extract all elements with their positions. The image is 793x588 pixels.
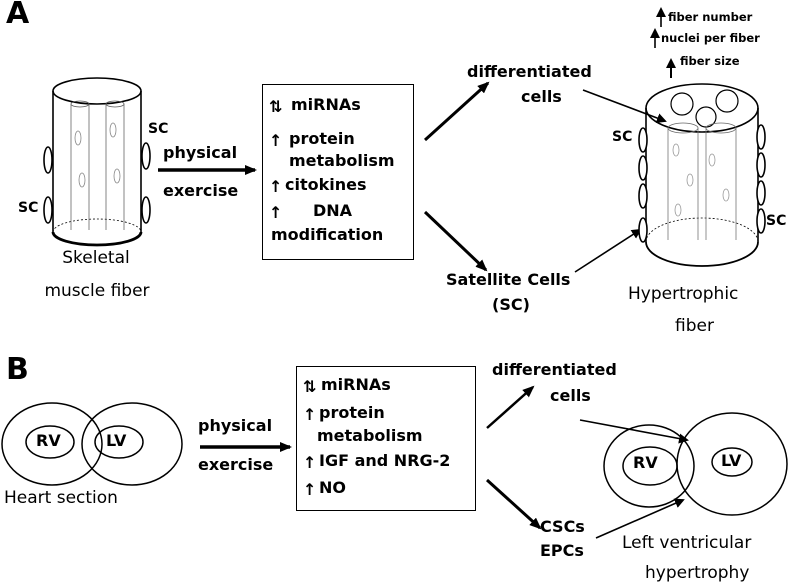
panel-b-label: B <box>6 352 29 387</box>
box-a-item-dna: ↑ DNA <box>269 201 353 222</box>
box-b-item-no: ↑ NO <box>303 478 346 499</box>
box-a-item-modification: modification <box>271 225 384 244</box>
box-a-item-citokines: ↑ citokines <box>269 175 367 196</box>
hypertrophic-fiber-label-line2: fiber <box>675 316 714 336</box>
box-b-item-igf-nrg2: ↑ IGF and NRG-2 <box>303 451 451 472</box>
physical-label-b: physical <box>198 416 273 435</box>
mechanisms-box-a: ⇅ miRNAs ↑ protein metabolism ↑ citokine… <box>262 84 414 260</box>
box-a-item-metabolism: metabolism <box>289 151 395 170</box>
outcome-fiber-number: fiber number <box>668 10 753 24</box>
arrow-to-differentiated-a <box>423 81 490 142</box>
differentiated-label-a-line1: differentiated <box>467 62 592 81</box>
skeletal-fiber-label-line1: Skeletal <box>62 248 130 268</box>
differentiated-label-a-line2: cells <box>521 87 562 106</box>
exercise-label-b: exercise <box>198 455 274 474</box>
skeletal-fiber-label-line2: muscle fiber <box>44 281 150 301</box>
rv-label-b1: RV <box>36 431 61 450</box>
lv-label-b1: LV <box>106 431 127 450</box>
box-b-item-protein: ↑ protein <box>303 403 385 424</box>
sc-label-a4: SC <box>766 213 787 229</box>
differentiated-label-b-line2: cells <box>550 386 591 405</box>
rv-label-b2: RV <box>633 453 658 472</box>
box-a-item-mirnas: ⇅ miRNAs <box>269 95 361 116</box>
differentiated-label-b-line1: differentiated <box>492 360 617 379</box>
heart-section-drawing <box>1 402 183 486</box>
heart-section-label: Heart section <box>4 488 118 508</box>
mechanisms-box-b: ⇅ miRNAs ↑ protein metabolism ↑ IGF and … <box>296 366 476 511</box>
csc-label: CSCs <box>540 517 585 536</box>
lv-label-b2: LV <box>721 451 742 470</box>
box-a-item-protein: ↑ protein <box>269 129 355 150</box>
satellite-cells-label-line2: (SC) <box>492 295 530 314</box>
arrow-differentiated-to-heart <box>579 419 689 444</box>
box-b-item-mirnas: ⇅ miRNAs <box>303 375 391 396</box>
sc-label-a3: SC <box>612 129 633 145</box>
hypertrophic-fiber-label-line1: Hypertrophic <box>628 284 739 304</box>
lvh-label-line1: Left ventricular <box>622 533 752 553</box>
sc-label-a2: SC <box>18 200 39 216</box>
sc-label-a1: SC <box>148 121 169 137</box>
hypertrophic-fiber-drawing <box>638 83 766 267</box>
epc-label: EPCs <box>540 541 584 560</box>
hypertrophy-heart-drawing <box>603 412 788 516</box>
outcome-up-arrows <box>650 7 676 78</box>
arrow-csc-to-heart <box>595 498 685 539</box>
arrow-to-differentiated-b <box>486 385 535 429</box>
outcome-nuclei-per-fiber: nuclei per fiber <box>661 31 760 45</box>
box-b-item-metabolism: metabolism <box>317 426 423 445</box>
exercise-label-a: exercise <box>163 181 239 200</box>
physical-label-a: physical <box>163 143 238 162</box>
arrow-to-satellite-a <box>423 210 488 272</box>
outcome-fiber-size: fiber size <box>680 54 740 68</box>
arrow-to-csc-b <box>485 478 542 530</box>
arrow-satellite-to-fiber <box>574 228 642 273</box>
skeletal-fiber-drawing <box>43 77 151 247</box>
panel-a-label: A <box>6 0 30 31</box>
arrow-differentiated-to-fiber <box>582 89 667 123</box>
satellite-cells-label-line1: Satellite Cells <box>446 270 571 289</box>
lvh-label-line2: hypertrophy <box>645 563 750 583</box>
